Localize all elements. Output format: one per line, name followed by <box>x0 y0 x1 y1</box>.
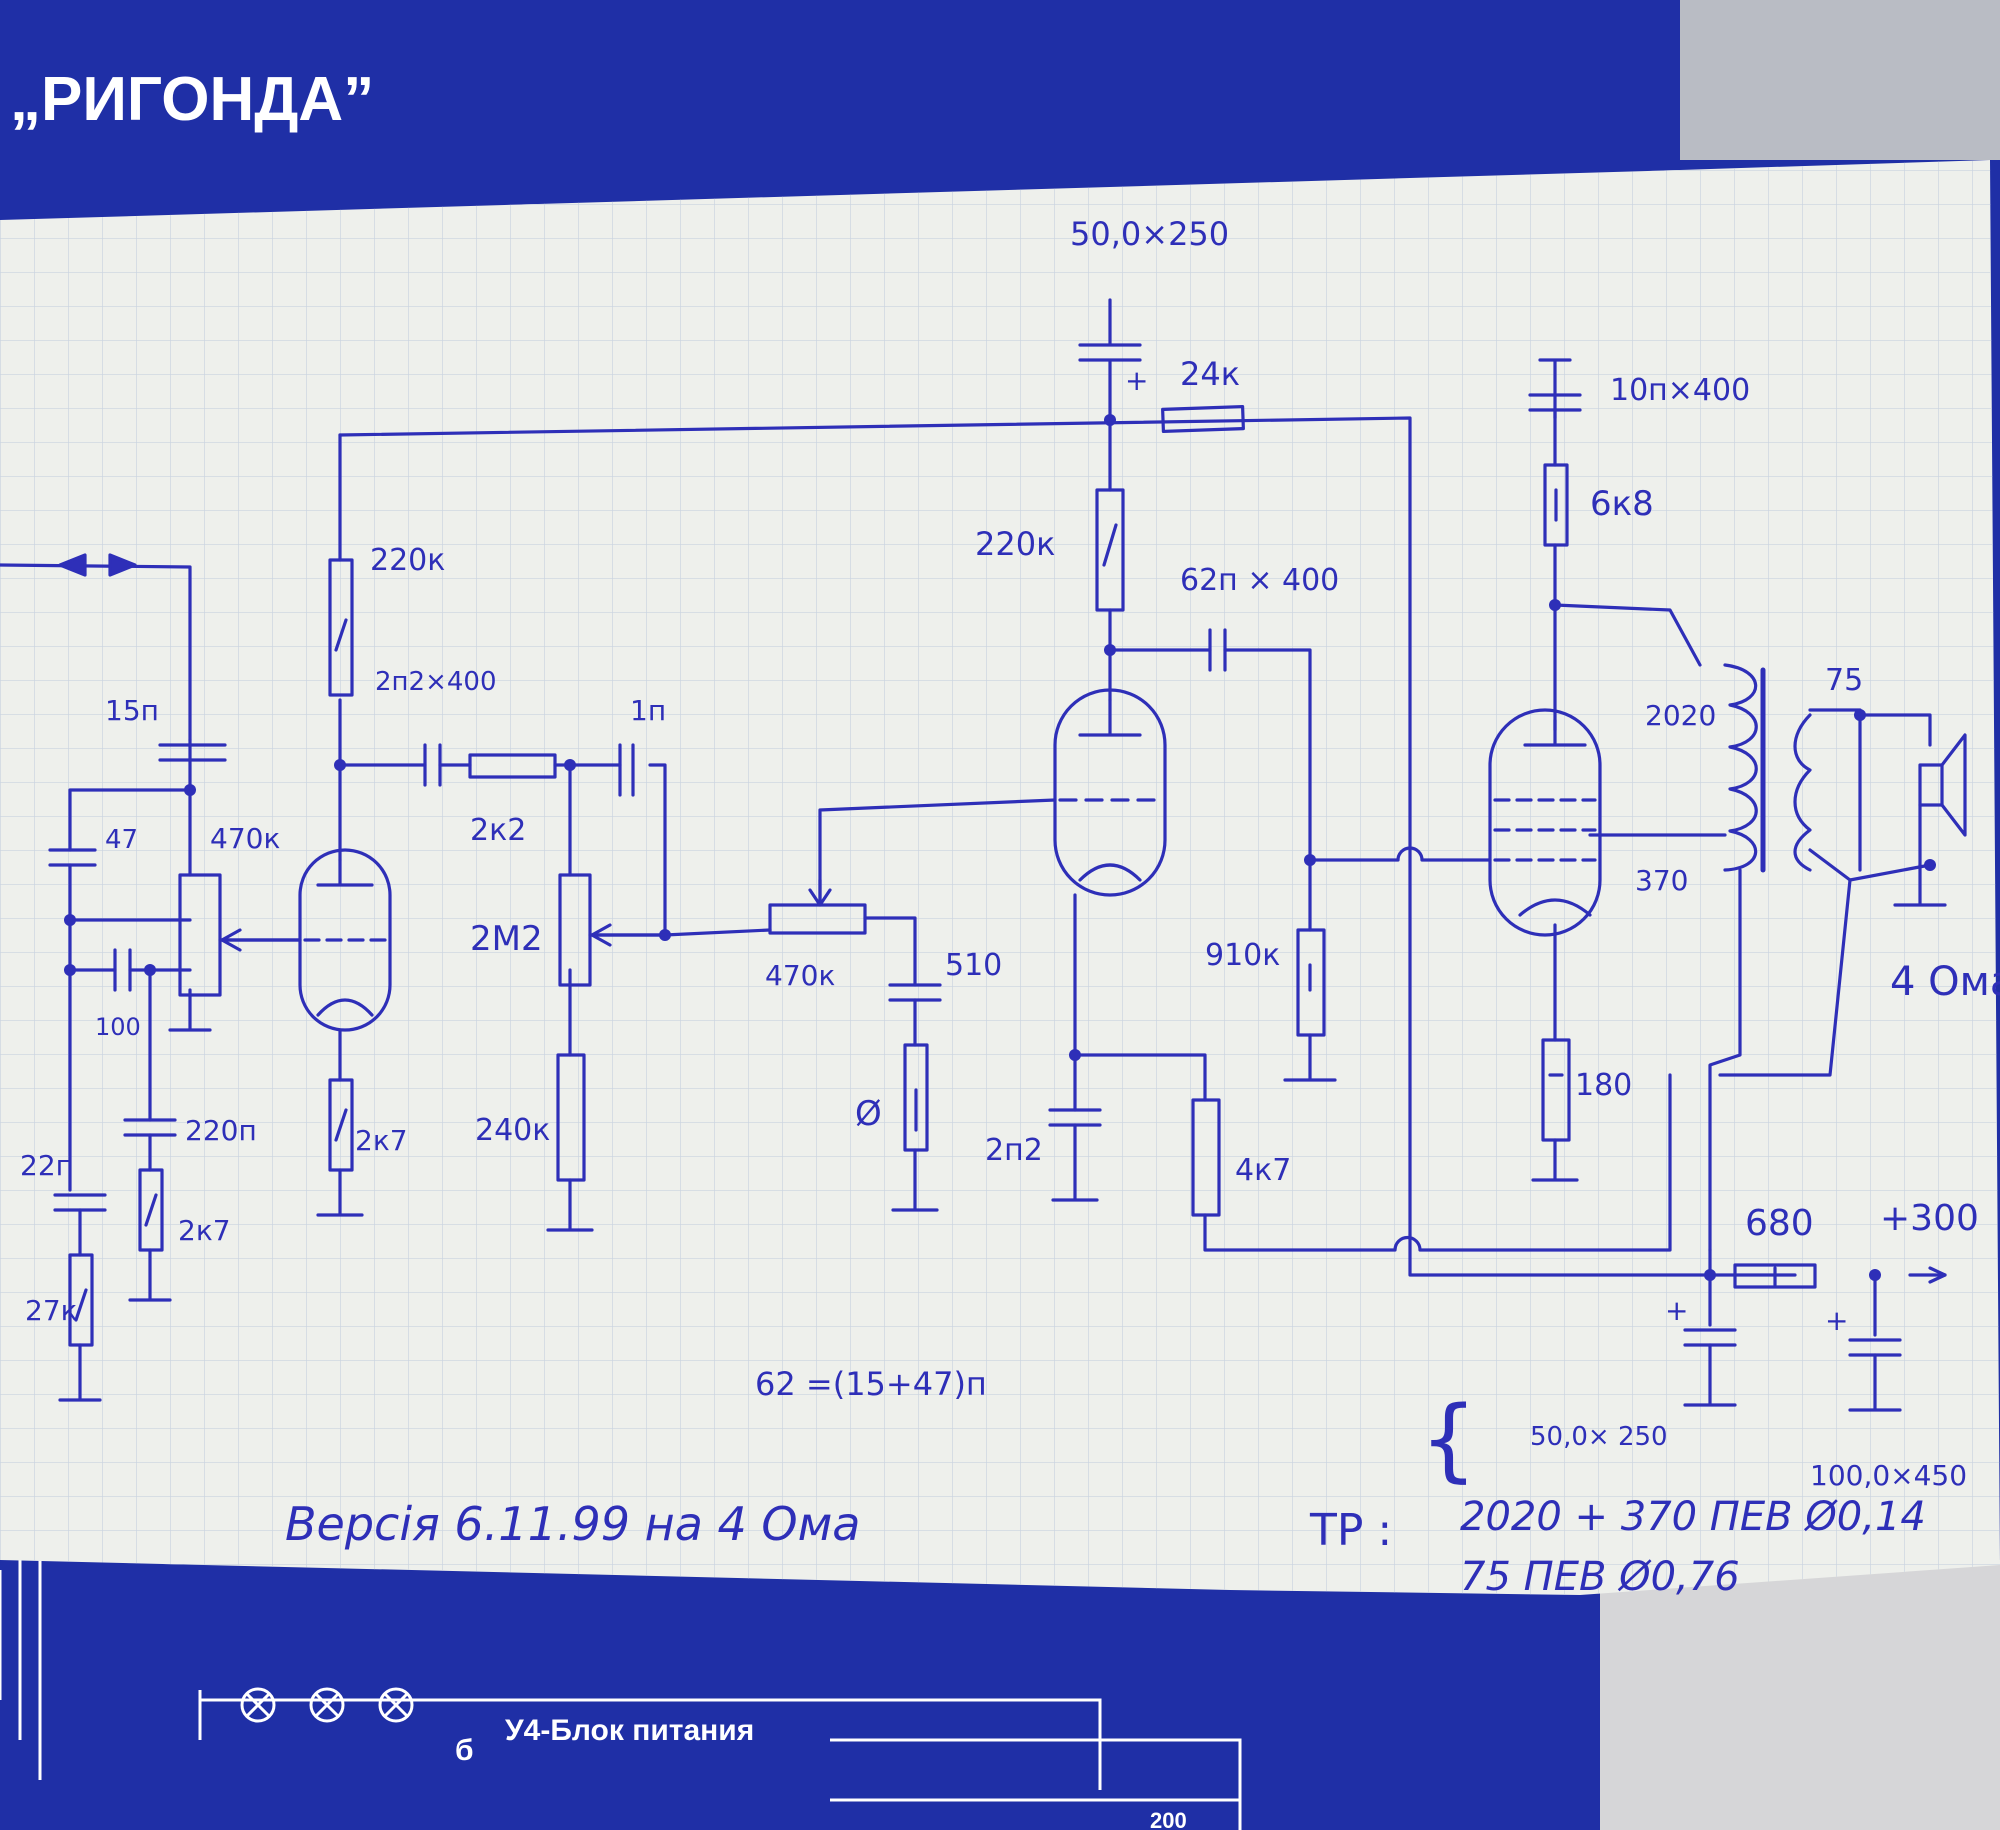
blueprint-title: „РИГОНДА” <box>10 65 374 134</box>
resistor-2k7-a <box>328 1078 354 1172</box>
label-180: 180 <box>1575 1068 1632 1103</box>
capacitor-220n <box>123 1118 177 1137</box>
schematic-wiring <box>0 393 1947 1412</box>
paper-sheet <box>0 160 2000 1595</box>
table-surface <box>1680 0 2000 160</box>
label-cap-top: 50,0×250 <box>1070 215 1229 253</box>
blueprint-lines <box>0 1550 42 1780</box>
capacitor-100 <box>113 948 132 992</box>
output-transformer <box>1723 663 1812 873</box>
label-2k7-a: 2к7 <box>355 1124 408 1157</box>
label-22n: 22п <box>20 1149 74 1182</box>
label-470k-b: 470к <box>765 959 835 992</box>
resistor-zero <box>903 1043 929 1152</box>
capacitor-2n2 <box>1048 1108 1102 1127</box>
label-plus-b: + <box>1665 1294 1688 1327</box>
label-50x250: 50,0× 250 <box>1530 1422 1668 1452</box>
capacitor-15n <box>158 743 227 762</box>
label-1n: 1п <box>630 694 666 727</box>
label-240k: 240к <box>475 1113 550 1148</box>
label-plus-c: + <box>1825 1304 1848 1337</box>
label-2k7-b: 2к7 <box>178 1214 231 1247</box>
label-supply: +300 <box>1880 1198 1979 1239</box>
resistor-2k2 <box>468 753 557 779</box>
label-47: 47 <box>105 825 138 855</box>
blueprint-lines-footer <box>198 1690 1242 1830</box>
note-tr-line-1: 2020 + 370 ПЕВ Ø0,14 <box>1460 1494 1926 1540</box>
tube-3-pentode <box>1488 708 1602 937</box>
tube-2 <box>1053 688 1167 897</box>
resistor-680 <box>1733 1263 1817 1289</box>
label-27k: 27к <box>25 1294 78 1327</box>
resistor-220k-b <box>1095 488 1125 612</box>
resistor-2k7-b <box>138 1168 164 1252</box>
capacitor-1n <box>618 743 635 797</box>
label-220n: 220п <box>185 1114 257 1147</box>
note-tr-prefix: TP : <box>1309 1505 1392 1556</box>
label-6k8: 6к8 <box>1590 484 1654 524</box>
label-100: 100 <box>95 1013 141 1041</box>
label-2k2: 2к2 <box>470 813 526 848</box>
label-4k7: 4к7 <box>1235 1153 1291 1188</box>
notes: 62 =(15+47)п Версія 6.11.99 на 4 Ома TP … <box>285 1365 1926 1600</box>
capacitor-10n <box>1528 358 1582 412</box>
speaker <box>1918 733 1967 837</box>
note-brace: { <box>1420 1387 1477 1492</box>
capacitor-47 <box>48 848 97 867</box>
lamp-symbols <box>240 1687 414 1723</box>
label-62n: 62п × 400 <box>1180 563 1339 598</box>
capacitor-50x250 <box>1683 1328 1737 1347</box>
label-10n: 10п×400 <box>1610 373 1750 408</box>
pot-470k-a <box>178 873 302 997</box>
label-510: 510 <box>945 948 1002 983</box>
blueprint-mark: б <box>455 1734 474 1767</box>
pot-470k-b <box>768 878 867 935</box>
note-formula: 62 =(15+47)п <box>755 1365 987 1403</box>
label-220k-b: 220к <box>975 525 1055 563</box>
resistor-4k7 <box>1191 1098 1221 1217</box>
capacitor-510 <box>888 983 942 1002</box>
tube-1 <box>298 848 392 1032</box>
resistor-910k <box>1296 928 1326 1037</box>
capacitor-62n <box>1208 628 1227 672</box>
capacitor-22n <box>53 1193 107 1212</box>
resistor-27k <box>68 1253 94 1347</box>
label-910k: 910к <box>1205 938 1280 973</box>
label-4ohm: 4 Ома <box>1890 959 2000 1005</box>
blueprint-footer: У4-Блок питания <box>505 1714 754 1747</box>
label-plus-a: + <box>1125 364 1148 397</box>
label-680: 680 <box>1745 1203 1814 1244</box>
resistor-240k <box>556 1053 586 1182</box>
label-zero: Ø <box>855 1094 882 1134</box>
resistor-6k8 <box>1543 463 1569 547</box>
label-75: 75 <box>1825 663 1863 698</box>
capacitor-top <box>1078 298 1142 420</box>
resistor-24k <box>1161 405 1245 433</box>
component-labels: 50,0×250 + 24к 10п×400 6к8 220к 62п × 40… <box>20 215 2000 1492</box>
resistor-180 <box>1541 1038 1571 1142</box>
label-2n2: 2п2 <box>985 1133 1043 1168</box>
resistor-220k-a <box>328 558 354 697</box>
label-2n2x400: 2п2×400 <box>375 667 497 697</box>
label-370: 370 <box>1635 864 1688 897</box>
pot-2M2 <box>558 873 667 987</box>
label-15n: 15п <box>105 694 159 727</box>
label-24k: 24к <box>1180 355 1240 393</box>
note-tr-line-2: 75 ПЕВ Ø0,76 <box>1460 1554 1740 1600</box>
label-100x450: 100,0×450 <box>1810 1459 1967 1492</box>
label-220k-a: 220к <box>370 543 445 578</box>
note-version: Версія 6.11.99 на 4 Ома <box>285 1497 861 1551</box>
label-470k-a: 470к <box>210 822 280 855</box>
table-surface-bottom <box>1600 1560 2000 1830</box>
label-2020: 2020 <box>1645 699 1716 732</box>
capacitor-100x450 <box>1848 1338 1902 1357</box>
label-2M2: 2M2 <box>470 919 543 959</box>
blueprint-mark-2: 200 <box>1150 1808 1187 1830</box>
capacitor-2n2x400 <box>423 743 442 787</box>
